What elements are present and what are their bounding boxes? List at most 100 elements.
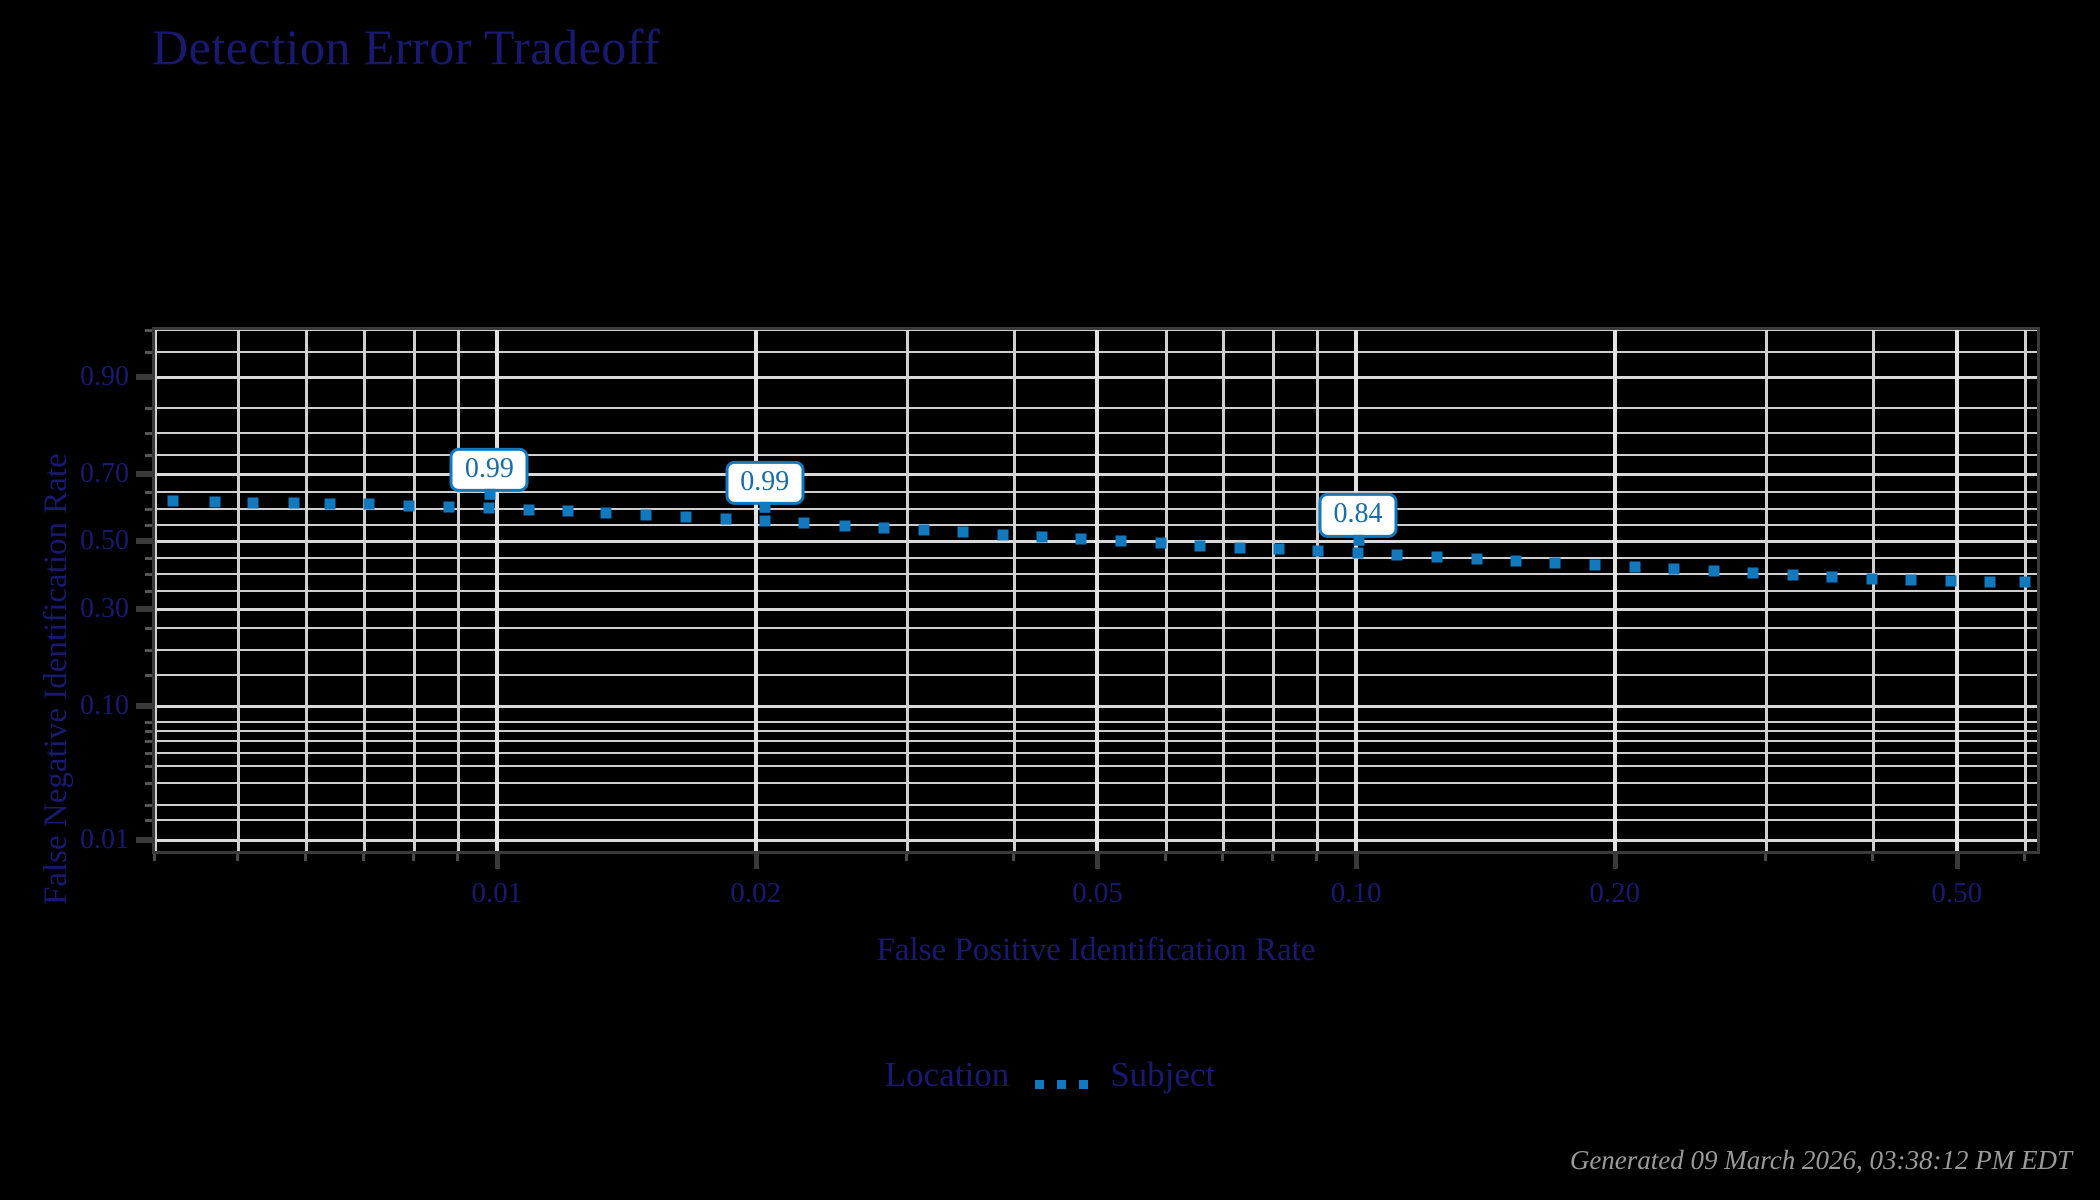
gridline-vertical: [1954, 330, 1959, 851]
gridline-vertical: [237, 330, 241, 851]
data-point-marker: [403, 500, 415, 511]
y-axis-tick: [145, 329, 152, 332]
data-point-marker: [324, 498, 336, 510]
data-point-marker: [839, 520, 851, 532]
x-axis-tick-label: 0.02: [730, 877, 781, 909]
y-axis-tick: [145, 572, 152, 576]
y-axis-tick: [145, 524, 152, 528]
x-axis-tick: [1012, 854, 1016, 861]
y-axis-tick: [145, 804, 152, 808]
y-axis-tick: [136, 373, 152, 380]
x-axis-tick: [1954, 854, 1960, 869]
gridline-vertical: [1095, 330, 1100, 851]
generated-timestamp: Generated 09 March 2026, 03:38:12 PM EDT: [1569, 1145, 2072, 1175]
data-point-marker: [600, 507, 612, 519]
y-axis-tick: [145, 490, 152, 494]
x-axis-tick: [236, 854, 240, 861]
data-point-marker: [1984, 576, 1996, 588]
gridline-vertical: [412, 330, 416, 851]
y-axis-tick: [145, 507, 152, 511]
x-axis-tick: [1871, 854, 1875, 861]
data-point-marker: [167, 495, 179, 507]
data-point-marker: [1115, 535, 1127, 547]
data-point-marker: [918, 524, 930, 536]
gridline-vertical: [2023, 330, 2027, 851]
legend-item-subject: Subject: [1110, 1055, 1216, 1094]
data-point-marker: [1866, 573, 1878, 585]
x-axis-label: False Positive Identification Rate: [876, 932, 1316, 968]
data-point-marker: [1510, 555, 1522, 567]
x-axis-tick: [753, 854, 759, 869]
data-point-marker: [288, 497, 300, 509]
data-point-marker: [680, 511, 692, 523]
data-point-marker: [1431, 551, 1443, 563]
page-title: Detection Error Tradeoff: [152, 19, 661, 75]
data-point-marker: [483, 502, 495, 514]
data-point-annotation[interactable]: 0.84: [1318, 493, 1398, 546]
data-point-marker: [1945, 575, 1957, 587]
x-axis-tick: [411, 854, 415, 861]
gridline-vertical: [1765, 330, 1769, 851]
x-axis-tick-label: 0.50: [1931, 877, 1983, 909]
data-point-annotation[interactable]: 0.99: [725, 460, 805, 514]
y-axis-tick: [145, 819, 152, 823]
x-axis-tick: [1163, 854, 1167, 861]
data-point-marker: [1352, 547, 1364, 559]
gridline-vertical: [1354, 330, 1359, 851]
x-axis-tick: [455, 854, 459, 861]
y-axis-tick: [136, 538, 152, 545]
gridline-vertical: [305, 330, 309, 851]
y-axis-tick: [145, 673, 152, 677]
data-point-marker: [1155, 537, 1167, 549]
chart-legend: Location Subject: [0, 1055, 2100, 1098]
x-axis-tick-label: 0.10: [1330, 877, 1382, 909]
x-axis-tick: [1270, 854, 1274, 861]
data-point-marker: [640, 509, 652, 521]
x-axis-tick: [1095, 854, 1101, 869]
y-axis-tick: [145, 740, 152, 744]
data-point-marker: [2019, 576, 2031, 588]
y-axis-tick-label: 0.10: [80, 690, 129, 722]
x-axis-tick: [153, 854, 156, 861]
data-point-marker: [1826, 571, 1838, 583]
data-point-marker: [523, 504, 535, 515]
y-axis-tick: [145, 350, 152, 354]
gridline-vertical: [1872, 330, 1876, 851]
x-axis-tick: [361, 854, 365, 861]
y-axis-tick-label: 0.01: [80, 824, 129, 856]
x-axis-tick: [904, 854, 908, 861]
data-point-marker: [1747, 567, 1759, 579]
data-point-marker: [878, 522, 890, 534]
y-axis-tick-label: 0.70: [80, 458, 129, 489]
y-axis-tick: [145, 720, 152, 724]
data-point-marker: [1787, 569, 1799, 581]
gridline-vertical: [155, 330, 157, 851]
x-axis-tick: [1221, 854, 1225, 861]
legend-title: Location: [884, 1055, 1010, 1094]
gridline-vertical: [1315, 330, 1319, 851]
legend-marker-subject: [1035, 1058, 1089, 1098]
y-axis-tick: [136, 471, 152, 477]
x-axis-tick-label: 0.01: [471, 877, 523, 909]
y-axis-tick: [145, 627, 152, 631]
x-axis-tick-label: 0.05: [1072, 877, 1123, 909]
gridline-vertical: [1013, 330, 1017, 851]
y-axis-tick: [136, 605, 152, 612]
plot-inner: [155, 330, 2037, 851]
gridline-vertical: [1612, 330, 1617, 851]
y-axis-tick: [145, 589, 152, 593]
y-axis-tick: [145, 648, 152, 652]
data-point-annotation[interactable]: 0.99: [449, 447, 529, 501]
y-axis-tick: [145, 432, 152, 436]
y-axis-tick: [136, 837, 152, 844]
y-axis-label: False Negative Identification Rate: [38, 453, 74, 905]
gridline-vertical: [1271, 330, 1275, 851]
data-point-marker: [562, 505, 574, 517]
data-point-marker: [1075, 533, 1087, 545]
data-point-marker: [1549, 557, 1561, 569]
data-point-marker: [798, 517, 810, 529]
data-point-marker: [1629, 561, 1641, 573]
x-axis-tick: [2022, 854, 2026, 861]
y-axis-tick: [145, 407, 152, 411]
